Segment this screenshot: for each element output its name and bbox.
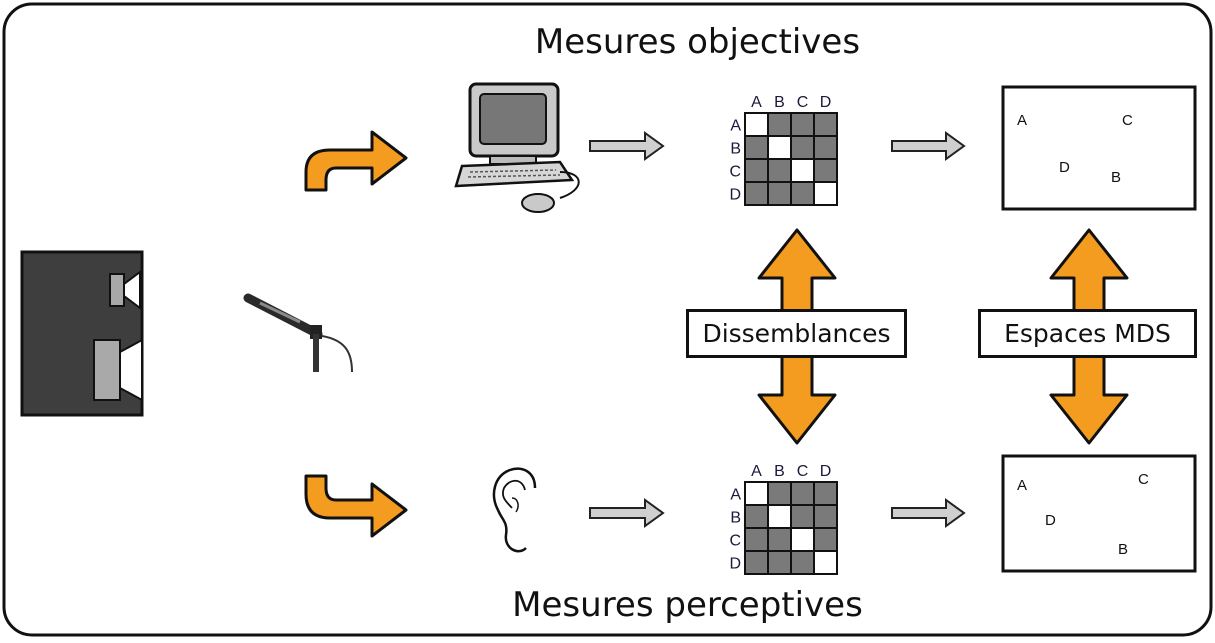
mds-point-label: B	[1118, 541, 1128, 558]
matrix-cell	[813, 481, 838, 506]
matrix-row-label: D	[729, 187, 741, 204]
mds-point-label: D	[1059, 159, 1070, 176]
matrix-cell-diagonal	[813, 181, 838, 206]
matrix-row-label: C	[729, 164, 741, 181]
mds-space-perceptive: A C D B	[1001, 454, 1197, 573]
matrix-cell-diagonal	[744, 481, 769, 506]
arrow-matrix-to-mds-bottom	[891, 498, 966, 528]
computer-icon	[454, 82, 580, 213]
matrix-cell	[767, 158, 792, 183]
matrix-cell	[744, 158, 769, 183]
matrix-cell	[790, 550, 815, 575]
matrix-row-label: D	[729, 556, 741, 573]
title-perceptive: Mesures perceptives	[512, 585, 863, 625]
matrix-cell-diagonal	[767, 504, 792, 529]
matrix-cell	[813, 504, 838, 529]
matrix-cell	[744, 181, 769, 206]
loudspeaker-icon	[20, 250, 144, 417]
matrix-row-label: B	[730, 510, 741, 527]
matrix-cell	[790, 504, 815, 529]
matrix-row-label: A	[730, 487, 741, 504]
mds-space-objective: A C D B	[1001, 85, 1197, 211]
matrix-cell	[790, 181, 815, 206]
matrix-row-label: B	[730, 141, 741, 158]
matrix-column-label: B	[774, 94, 785, 111]
mds-point-label: B	[1111, 169, 1121, 186]
matrix-cell	[813, 112, 838, 137]
ear-icon	[492, 467, 537, 553]
matrix-cell-diagonal	[790, 158, 815, 183]
title-objective: Mesures objectives	[534, 22, 861, 62]
matrix-column-label: D	[820, 94, 832, 111]
matrix-column-label: A	[751, 463, 762, 480]
matrix-cell	[767, 481, 792, 506]
matrix-cell	[744, 504, 769, 529]
matrix-cell	[790, 135, 815, 160]
microphone-icon	[243, 293, 353, 373]
matrix-column-label: A	[751, 94, 762, 111]
matrix-cell	[813, 135, 838, 160]
curved-arrow-up-icon	[304, 130, 408, 192]
matrix-cell-diagonal	[767, 135, 792, 160]
matrix-column-label: D	[820, 463, 832, 480]
label-mds-spaces: Espaces MDS	[978, 309, 1197, 358]
matrix-cell	[767, 550, 792, 575]
matrix-cell	[813, 158, 838, 183]
matrix-column-label: C	[797, 463, 809, 480]
mds-point-label: C	[1138, 471, 1149, 488]
mds-point-label: D	[1045, 512, 1056, 529]
matrix-row-label: A	[730, 118, 741, 135]
label-dissimilarities: Dissemblances	[686, 309, 907, 358]
matrix-column-label: B	[774, 463, 785, 480]
matrix-cell-diagonal	[790, 527, 815, 552]
matrix-row-label: C	[729, 533, 741, 550]
arrow-computer-to-matrix	[589, 131, 665, 161]
arrow-matrix-to-mds-top	[891, 131, 966, 161]
mds-point-label: A	[1017, 477, 1027, 494]
matrix-cell	[767, 527, 792, 552]
arrow-ear-to-matrix	[589, 498, 665, 528]
matrix-cell	[744, 527, 769, 552]
matrix-cell-diagonal	[813, 550, 838, 575]
matrix-cell	[790, 112, 815, 137]
mds-point-label: A	[1017, 112, 1027, 129]
matrix-cell	[767, 181, 792, 206]
matrix-cell	[813, 527, 838, 552]
matrix-cell	[744, 135, 769, 160]
matrix-cell-diagonal	[744, 112, 769, 137]
curved-arrow-down-icon	[304, 474, 408, 538]
matrix-cell	[790, 481, 815, 506]
matrix-cell	[744, 550, 769, 575]
matrix-column-label: C	[797, 94, 809, 111]
matrix-cell	[767, 112, 792, 137]
mds-point-label: C	[1122, 112, 1133, 129]
